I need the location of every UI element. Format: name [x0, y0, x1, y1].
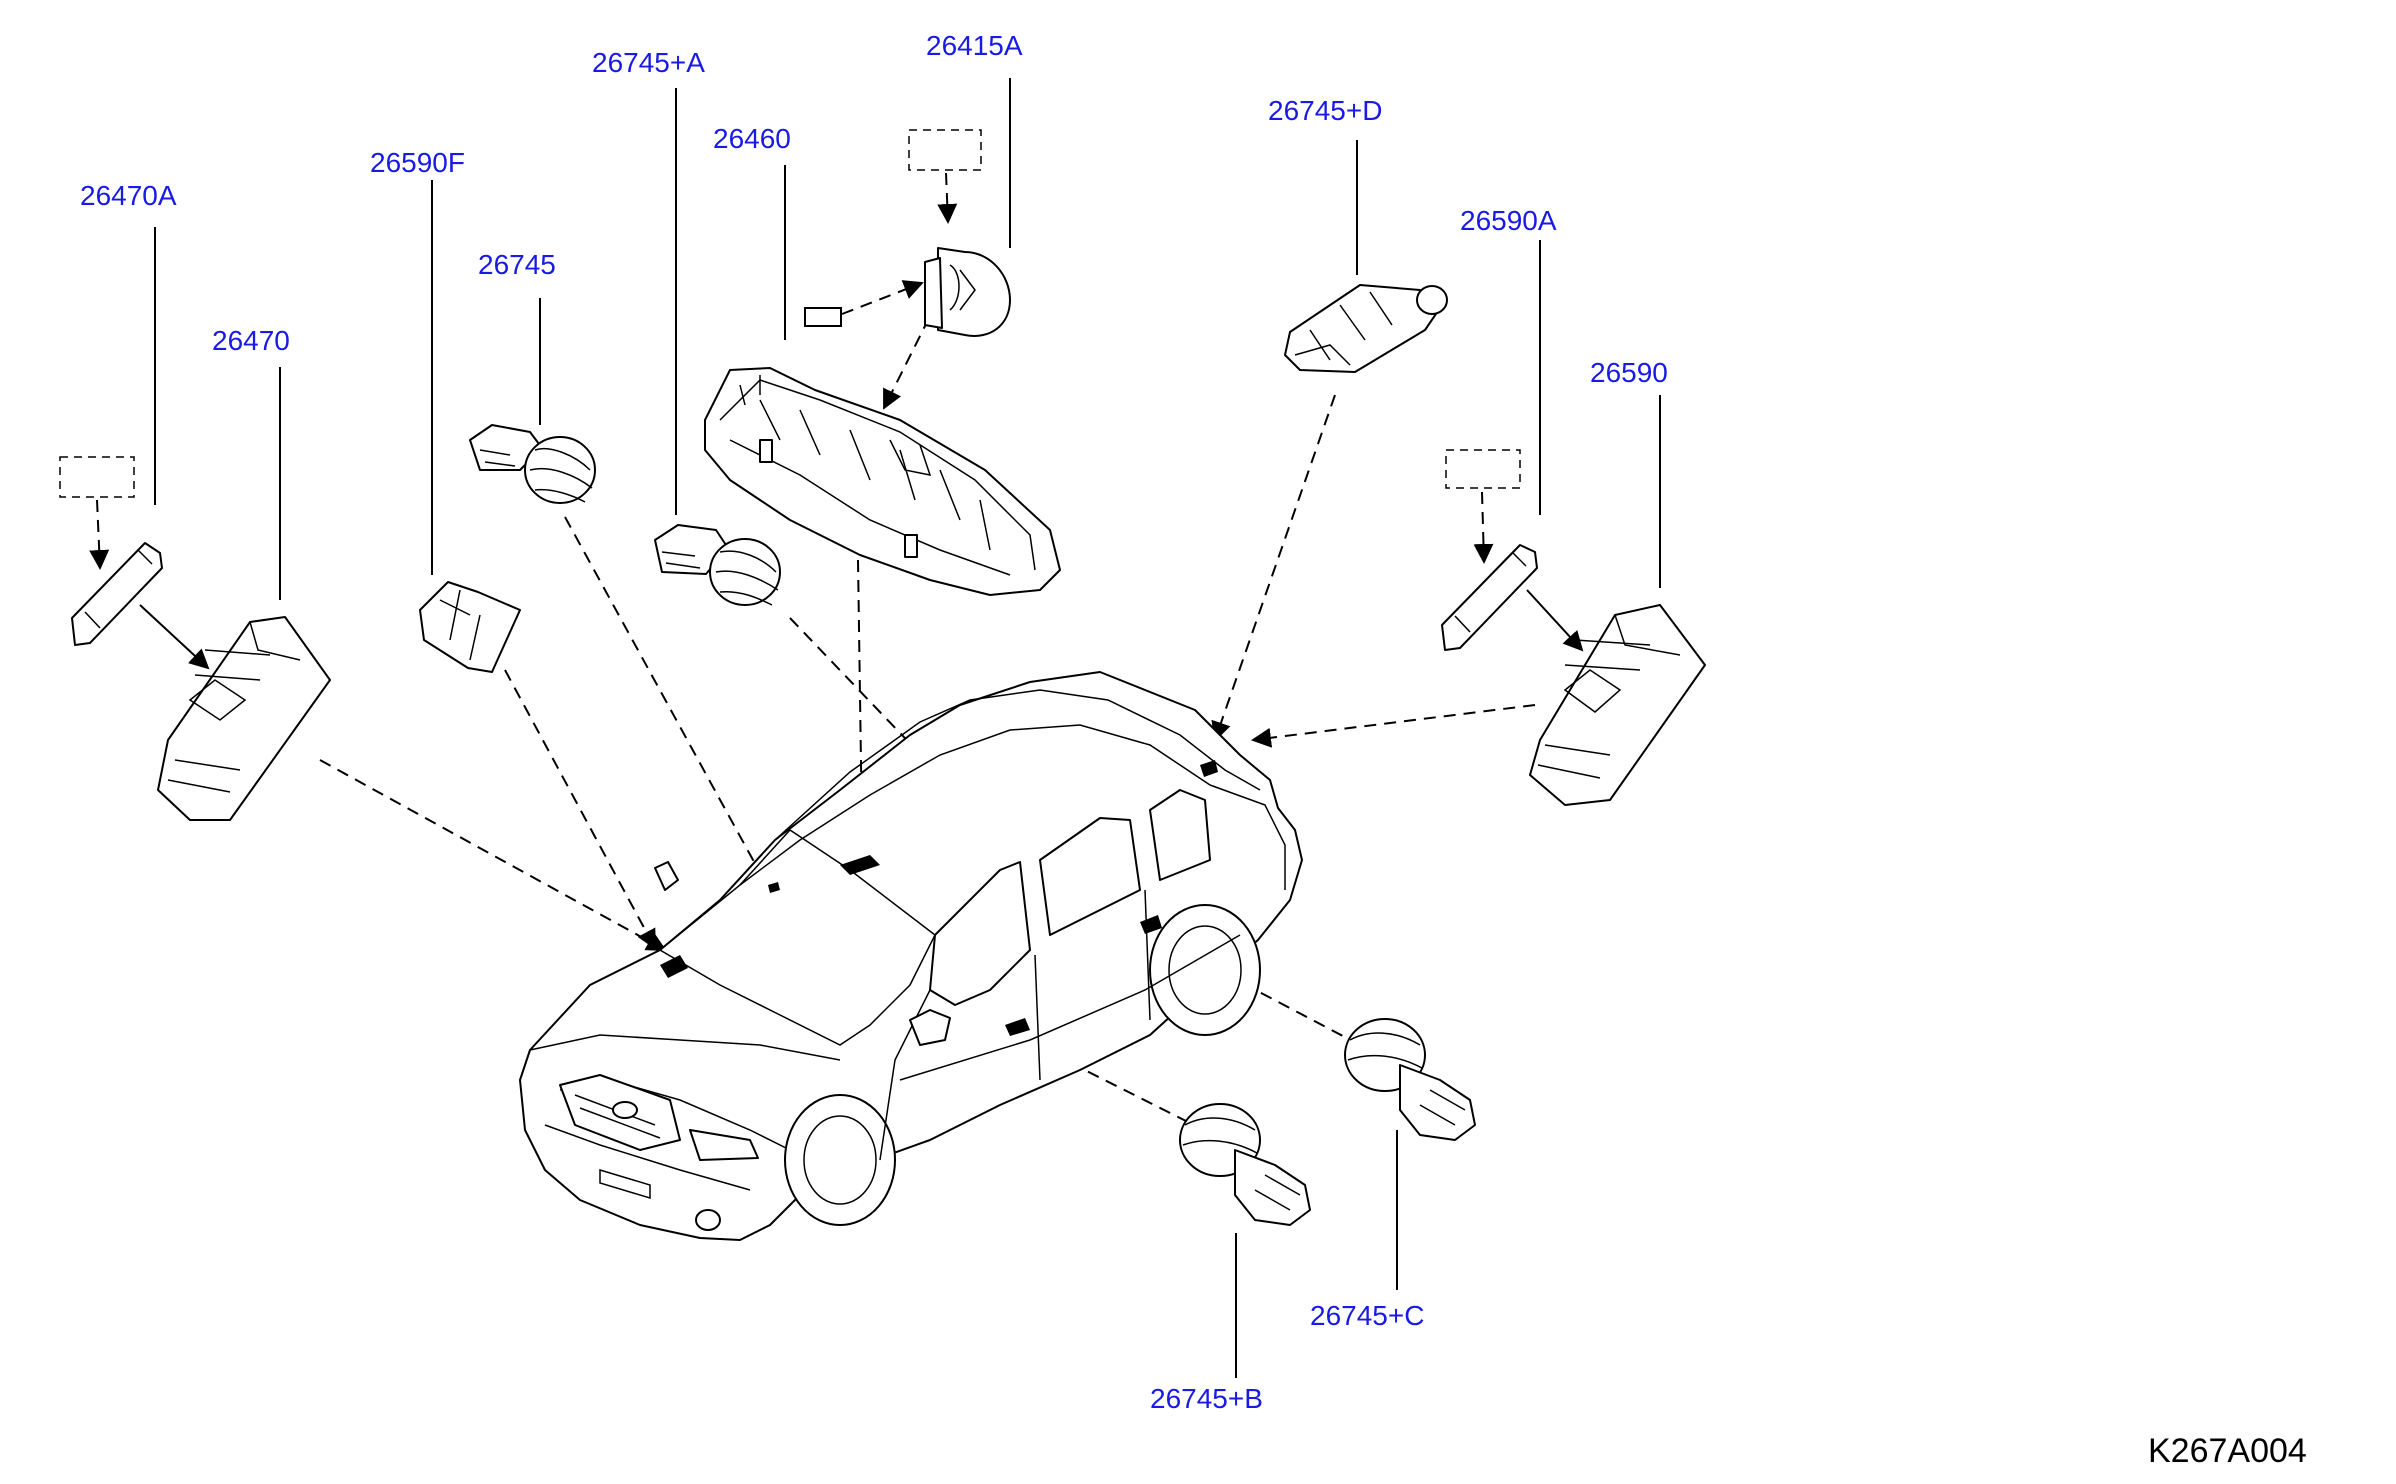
leader-lines: [154, 78, 1661, 1378]
clip-26590F-icon: [419, 581, 521, 673]
label-26590A: 26590A: [1460, 205, 1557, 236]
dome-lamp-26460-icon: [704, 367, 1061, 596]
label-26590: 26590: [1590, 357, 1668, 388]
bulb-26415A-icon: [924, 247, 1011, 337]
label-26745D: 26745+D: [1268, 95, 1382, 126]
bulb-26470A-icon: [71, 542, 163, 646]
socket-26745B-icon: [1179, 1103, 1311, 1226]
socket-26745A-icon: [654, 524, 781, 606]
reference-boxes: [59, 129, 1521, 498]
car-sedan-icon: [519, 671, 1303, 1241]
label-26745A: 26745+A: [592, 47, 705, 78]
lamp-26590-icon: [1529, 604, 1706, 806]
label-26460: 26460: [713, 123, 791, 154]
label-26590F: 26590F: [370, 147, 465, 178]
part-labels: 26470A 26470 26590F 26745 26745+A 26460 …: [80, 30, 2307, 1470]
socket-26745C-icon: [1344, 1018, 1476, 1141]
label-26415A: 26415A: [926, 30, 1023, 61]
connector-26745D-icon: [1284, 284, 1448, 373]
label-26745: 26745: [478, 249, 556, 280]
label-26470A: 26470A: [80, 180, 177, 211]
diagram-code: K267A004: [2148, 1432, 2307, 1470]
bulb-26590A-icon: [1441, 544, 1538, 651]
lamp-26470-icon: [157, 616, 331, 821]
label-26745B: 26745+B: [1150, 1383, 1263, 1414]
label-26745C: 26745+C: [1310, 1300, 1424, 1331]
socket-26745-icon: [469, 424, 596, 504]
label-26470: 26470: [212, 325, 290, 356]
